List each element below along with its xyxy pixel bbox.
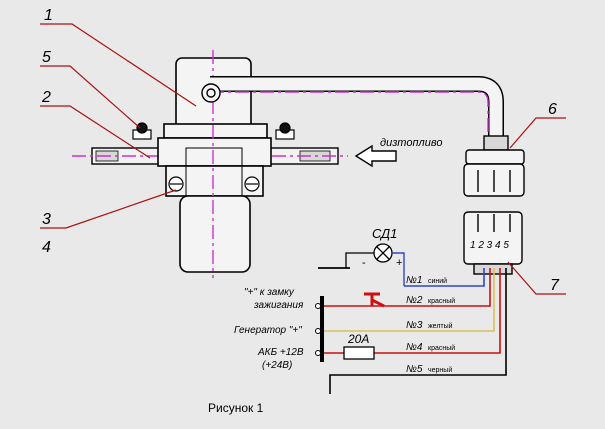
bolt-right: [275, 122, 295, 140]
connector-plug: [463, 135, 525, 197]
lamp-symbol: [373, 243, 393, 263]
bolt-left: [132, 122, 152, 140]
terminal-points: [315, 303, 321, 356]
lamp-plus: +: [396, 257, 402, 269]
ignition-label-line2: зажигания: [253, 300, 304, 311]
callout-4: 4: [42, 239, 51, 256]
cable-centerline: [210, 91, 489, 138]
fuel-label: дизтопливо: [380, 137, 442, 149]
wire-4-red: [322, 268, 501, 354]
lamp-plus-lead: [392, 252, 405, 286]
wire-3-yellow: [322, 268, 495, 332]
connector-socket: [463, 211, 523, 275]
switch-symbol: [364, 292, 385, 308]
heater-bottom: [179, 195, 251, 273]
callout-1: 1: [44, 7, 53, 24]
wire-5-color: черный: [428, 366, 452, 374]
callout-7: 7: [550, 277, 560, 294]
heater-inner: [185, 147, 243, 197]
lamp-minus-lead: [345, 252, 374, 268]
generator-label: Генератор "+": [234, 325, 302, 336]
battery-label-line2: (+24В): [262, 360, 292, 371]
figure-caption: Рисунок 1: [208, 401, 264, 415]
wire-1-number: №1: [406, 275, 422, 286]
fuse-symbol: [343, 346, 375, 360]
callout-6: 6: [548, 101, 557, 118]
fuse-label: 20А: [347, 332, 369, 346]
wire-4-color: красный: [428, 344, 455, 352]
heater-clamp: [157, 137, 272, 167]
cable-entry-ring: [201, 83, 221, 103]
wire-5-black: [329, 268, 507, 394]
wire-2-color: красный: [428, 297, 455, 305]
wire-5-number: №5: [406, 364, 423, 375]
fuel-flow-arrow: [354, 144, 397, 168]
callout-leaders: [40, 23, 566, 295]
wire-3-number: №3: [406, 320, 423, 331]
heater-flange: [163, 123, 268, 139]
callout-3: 3: [42, 211, 51, 228]
wire-3-color: желтый: [428, 322, 453, 330]
callout-2: 2: [41, 89, 51, 106]
wire-2-number: №2: [406, 295, 423, 306]
screw-left: [168, 176, 184, 192]
cable-inner: [210, 77, 503, 138]
wire-4-number: №4: [406, 342, 423, 353]
wire-2-red: [322, 268, 491, 307]
lamp-label: СД1: [372, 226, 397, 241]
screw-right: [244, 176, 260, 192]
battery-label-line1: АКБ +12В: [257, 347, 304, 358]
ignition-label-line1: "+" к замку: [244, 287, 295, 298]
wire-1-color: синий: [428, 277, 447, 285]
callout-5: 5: [42, 49, 51, 66]
lamp-minus: -: [362, 257, 366, 269]
wire-1-blue: [404, 268, 485, 287]
connector-pin-numbers: 1 2 3 4 5: [470, 240, 509, 251]
